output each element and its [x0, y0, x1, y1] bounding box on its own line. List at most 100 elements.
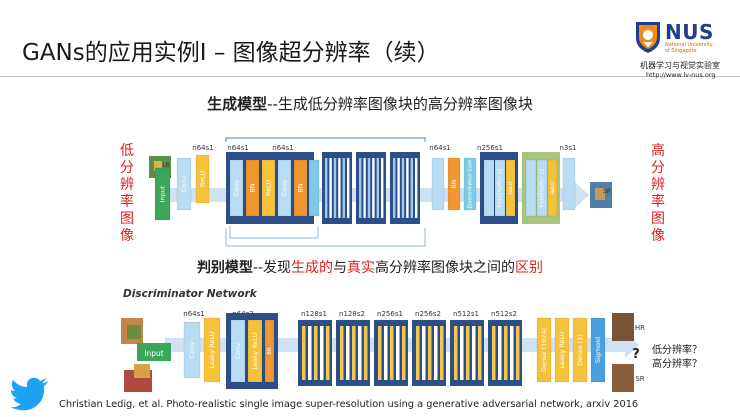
discriminator-heading-part1: --发现 [252, 260, 292, 276]
residual-stripe [401, 158, 405, 218]
res1-conv-2 [277, 159, 292, 217]
res1-bn-2-label: BN [297, 183, 305, 192]
question-high-res: 高分辨率？ [652, 359, 702, 370]
residual-stripe [367, 158, 371, 218]
high-res-label-char: 高 [651, 143, 665, 159]
generator-bn-post [447, 157, 461, 211]
disc-output-hr-image [612, 313, 634, 341]
res1-relu [261, 159, 276, 217]
low-res-label-char: 分 [120, 160, 134, 176]
disc-input-label: Input [144, 349, 163, 358]
disc-block1-conv [230, 319, 246, 383]
discriminator-heading-red2: 真实 [347, 260, 376, 276]
high-res-label-char: 图 [651, 211, 665, 227]
upsample-pixelshuffler-1 [494, 159, 506, 217]
disc-block-stripe [516, 326, 520, 380]
disc-output-question: ? [632, 347, 640, 362]
generator-flow-arrowhead [575, 182, 589, 208]
generator-top-label-2: n64s1 [227, 144, 248, 152]
generator-top-label-1: n64s1 [192, 144, 213, 152]
res1-relu-label: ReLU [265, 180, 273, 197]
disc-block-stripe [454, 326, 458, 380]
generator-top-label-4: n64s1 [429, 144, 450, 152]
discriminator-heading-red3: 区别 [515, 260, 544, 276]
disc-block-stripe [440, 326, 444, 380]
generator-heading: 生成模型--生成低分辨率图像块的高分辨率图像块 [0, 93, 740, 114]
disc-block-stripe [422, 326, 426, 380]
twitter-bird-icon [10, 377, 48, 411]
disc-output-sr-label: SR [635, 375, 644, 383]
disc-output-hr-label: HR [635, 324, 645, 332]
residual-bracket [225, 137, 426, 142]
citation: Christian Ledig, et al. Photo-realistic … [59, 399, 639, 410]
high-res-label-char: 率 [651, 194, 665, 210]
disc-input-image-4 [134, 364, 150, 378]
disc-block-stripe [498, 326, 502, 380]
upsample-relu-1 [505, 159, 516, 217]
generator-input-block-label: Input [159, 185, 167, 202]
high-res-image-label: 高分辨率图像 [650, 143, 666, 245]
residual-stripe [325, 158, 328, 218]
disc-leaky-2-label: Leaky ReLU [558, 331, 566, 368]
disc-top-label-5: n256s1 [377, 310, 403, 318]
generator-heading-rest: --生成低分辨率图像块的高分辨率图像块 [267, 95, 533, 113]
residual-stripe [363, 158, 366, 218]
disc-block-stripe [320, 326, 324, 380]
upsample-relu-2-label: ReLU [550, 181, 556, 194]
res1-conv-1 [229, 159, 244, 217]
disc-top-label-1: n64s1 [183, 310, 204, 318]
logo-subline-2: of Singapore [665, 48, 697, 54]
disc-block-stripe [504, 326, 508, 380]
low-res-label-char: 图 [120, 211, 134, 227]
disc-top-label-7: n512s1 [453, 310, 479, 318]
disc-block-stripe [302, 326, 306, 380]
low-res-image-label: 低分辨率图像 [119, 143, 135, 245]
disc-block-stripe [396, 326, 400, 380]
disc-output-sr-image [612, 364, 634, 392]
disc-dense-1 [572, 317, 588, 383]
residual-stripe [393, 158, 396, 218]
discriminator-network-title: Discriminator Network [123, 288, 257, 300]
disc-block1-bn [264, 319, 275, 383]
residual-stripe [406, 158, 409, 218]
residual-stripe [347, 158, 350, 218]
disc-block-stripe [384, 326, 388, 380]
generator-relu-block [195, 154, 210, 204]
disc-block-stripe [478, 326, 482, 380]
upsample-pixelshuffler-2-label: PixelShuffler x2 [540, 169, 546, 208]
disc-conv-block-label: Conv [188, 342, 196, 359]
disc-sigmoid [590, 317, 606, 383]
low-res-label-char: 率 [120, 194, 134, 210]
disc-block-stripe [460, 326, 464, 380]
disc-block-stripe [378, 326, 382, 380]
disc-block1-conv-label: Conv [234, 343, 242, 360]
residual-stripe [372, 158, 375, 218]
high-res-label-char: 分 [651, 160, 665, 176]
low-res-label-char: 像 [120, 228, 134, 244]
logo-wordmark: NUS [665, 20, 714, 44]
upsample-relu-2 [547, 159, 558, 217]
discriminator-heading-red1: 生成的 [291, 260, 334, 276]
disc-leaky-2 [554, 317, 570, 383]
disc-block-stripe [308, 326, 312, 380]
disc-block-stripe [472, 326, 476, 380]
disc-block-stripe [352, 326, 356, 380]
residual-stripe [415, 158, 418, 218]
residual-stripe [381, 158, 384, 218]
slide-title: GANs的应用实例I – 图像超分辨率（续） [22, 40, 440, 66]
disc-top-label-4: n128s2 [339, 310, 365, 318]
discriminator-heading: 判别模型--发现生成的与真实高分辨率图像块之间的区别 [0, 257, 740, 277]
high-res-label-char: 辨 [651, 177, 665, 193]
disc-input-block [137, 343, 171, 361]
residual-stripe [376, 158, 379, 218]
lab-url: http://www.lv-nus.org [646, 71, 716, 79]
disc-block-stripe [402, 326, 406, 380]
disc-block-stripe [346, 326, 350, 380]
generator-conv-post [431, 157, 445, 211]
generator-bn-post-label: BN [450, 179, 458, 188]
nus-crest-icon [636, 22, 660, 53]
disc-top-label-6: n256s2 [415, 310, 441, 318]
generator-input-block [154, 167, 171, 221]
discriminator-heading-part3: 高分辨率图像块之间的 [375, 260, 516, 276]
